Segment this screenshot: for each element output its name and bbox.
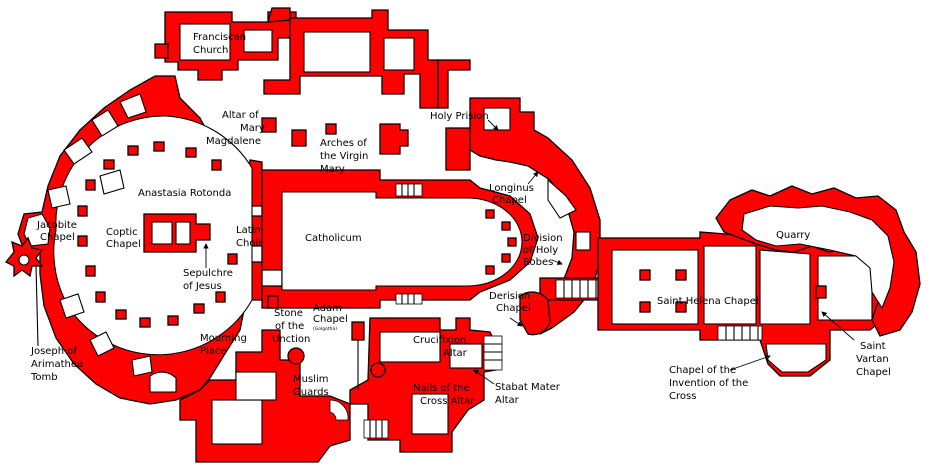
arrow-saint-vartan xyxy=(821,311,855,341)
diagram-labels: Franciscan Church Altar of Mary Magdalen… xyxy=(30,32,892,407)
label-saint-vartan-chapel: Saint Vartan Chapel xyxy=(856,341,892,378)
label-franciscan-church: Franciscan Church xyxy=(193,32,249,56)
golgotha-walls xyxy=(349,317,503,453)
adam-chapel-walls xyxy=(351,321,365,390)
label-jacobite-chapel: Jacobite Chapel xyxy=(36,220,80,243)
quarry-walls xyxy=(715,185,921,337)
joseph-tomb-star xyxy=(4,236,44,278)
label-adam-chapel: Adam Chapel xyxy=(313,303,348,325)
arrow-holy-prison xyxy=(487,119,499,131)
label-muslim-guards: Muslim Guards xyxy=(293,374,332,398)
label-mourning-place: Mourning Place xyxy=(200,333,250,357)
label-adam-chapel-small: (Golgotha) xyxy=(313,326,337,332)
label-holy-prison: Holy Prision xyxy=(430,111,489,122)
label-joseph-arimathea-tomb: Joseph of Arimathea Tomb xyxy=(30,346,86,383)
saint-helena-chapel-walls xyxy=(597,231,881,377)
holy-prison-ambulatory xyxy=(469,97,601,335)
north-transept-piers xyxy=(261,117,471,171)
arrow-division-holy-robes xyxy=(551,259,563,265)
label-invention-of-cross: Chapel of the Invention of the Cross xyxy=(669,365,751,402)
arrow-stabat-mater xyxy=(473,369,495,385)
north-cloister-walls xyxy=(263,9,471,109)
franciscan-church-walls xyxy=(154,7,297,81)
arrow-longinus-chapel xyxy=(527,171,539,185)
label-coptic-chapel: Coptic Chapel xyxy=(106,227,141,250)
sepulchre-edicule xyxy=(143,213,211,253)
arrow-invention-cross xyxy=(729,354,771,371)
label-derision-chapel: Derision Chapel xyxy=(489,291,533,314)
south-entry-walls xyxy=(179,295,351,463)
leader-arrows xyxy=(35,119,855,385)
catholicum-walls xyxy=(261,169,539,309)
label-crucifixion-altar: Crucifixion Altar xyxy=(413,335,469,359)
arrow-derision-chapel xyxy=(509,317,523,327)
label-sepulchre-of-jesus: Sepulchre of Jesus xyxy=(183,268,236,292)
label-division-holy-robes: Division of Holy Robes xyxy=(523,233,566,268)
label-saint-helena-chapel: Saint Helena Chapel xyxy=(657,296,759,307)
label-stabat-mater-altar: Stabat Mater Altar xyxy=(495,382,563,406)
leader-joseph-tomb xyxy=(35,265,39,347)
label-catholicum: Catholicum xyxy=(305,233,362,244)
label-latin-choir: Latin Choir xyxy=(236,225,264,249)
label-anastasia-rotonda: Anastasia Rotonda xyxy=(138,188,231,199)
label-stone-of-unction: Stone of the Unction xyxy=(272,308,310,345)
label-altar-mary-magdalene: Altar of Mary Magdalene xyxy=(206,110,268,147)
label-arches-virgin-mary: Arches of the Virgin Mary xyxy=(320,138,372,175)
label-quarry: Quarry xyxy=(776,230,810,241)
label-longinus-chapel: Longinus Chapel xyxy=(489,183,537,206)
label-nails-cross-altar: Nails of the Cross Altar xyxy=(413,383,475,407)
